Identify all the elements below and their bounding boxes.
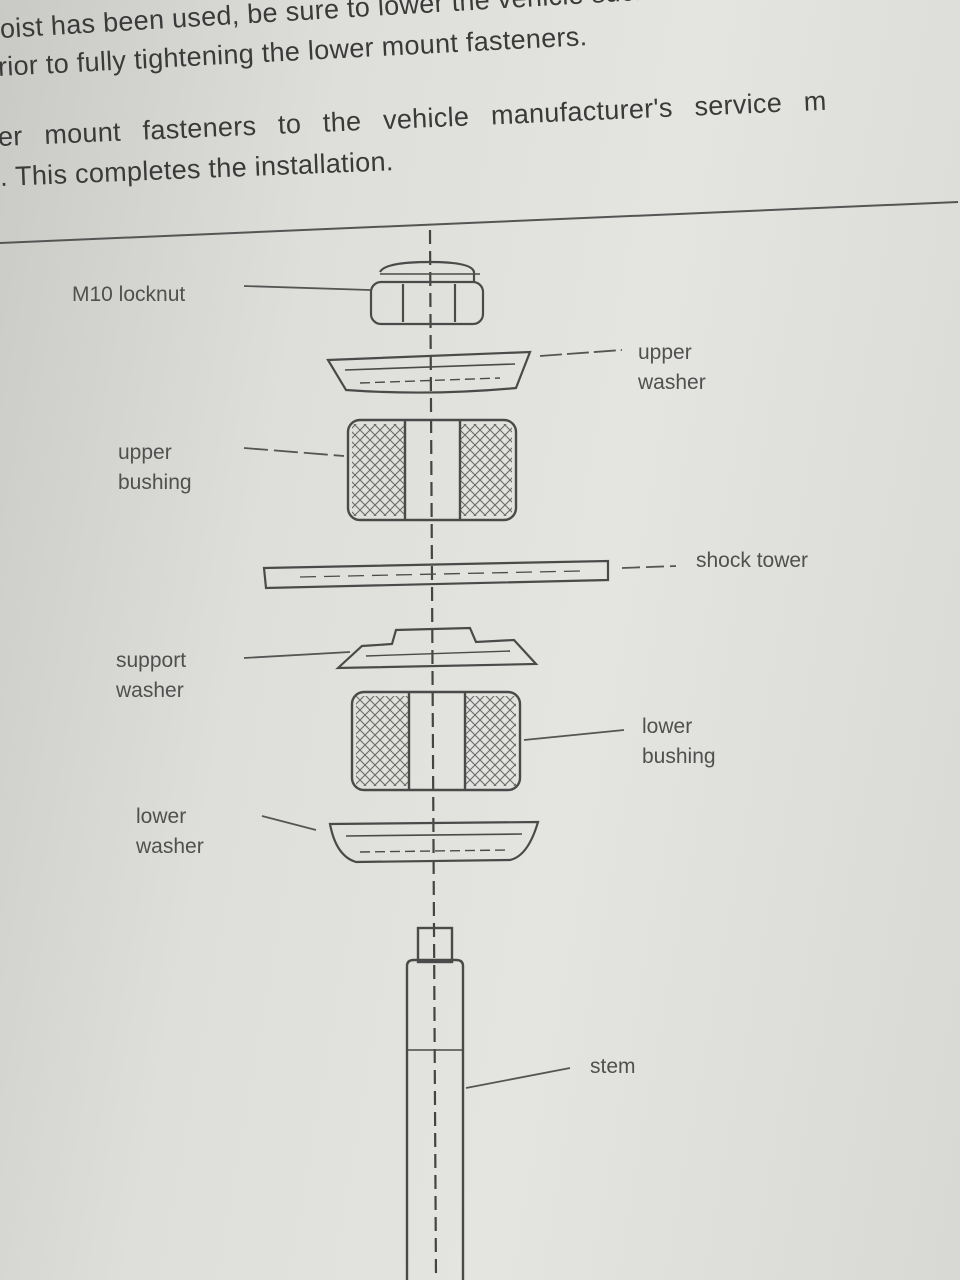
leader-lines <box>243 285 677 1089</box>
label-upper-bushing: upper bushing <box>118 441 192 494</box>
leader-locknut <box>243 285 371 291</box>
leader-lower-washer <box>261 815 317 831</box>
leader-upper-washer <box>539 349 623 357</box>
figure-box-border <box>0 201 959 244</box>
centerline <box>428 229 438 1280</box>
leader-lower-bushing <box>523 729 625 741</box>
support-washer-part <box>335 626 539 670</box>
label-lower-washer: lower washer <box>136 805 204 858</box>
lower-washer-part <box>328 820 540 864</box>
upper-washer-part <box>326 350 532 394</box>
leader-support-washer <box>243 651 351 659</box>
label-shock-tower: shock tower <box>696 549 809 572</box>
leader-upper-bushing <box>243 447 345 457</box>
label-support-washer: support washer <box>116 649 187 702</box>
label-locknut: M10 locknut <box>72 283 186 306</box>
leader-stem <box>465 1067 571 1089</box>
locknut-part <box>369 260 485 326</box>
upper-bushing-part <box>346 418 518 522</box>
label-lower-bushing: lower bushing <box>642 715 716 768</box>
stem-part <box>405 926 465 1280</box>
leader-shock-tower <box>621 565 677 569</box>
lower-bushing-part <box>350 690 522 792</box>
label-upper-washer: upper washer <box>638 341 706 394</box>
shock-tower-part <box>262 559 610 590</box>
label-stem: stem <box>590 1055 636 1078</box>
